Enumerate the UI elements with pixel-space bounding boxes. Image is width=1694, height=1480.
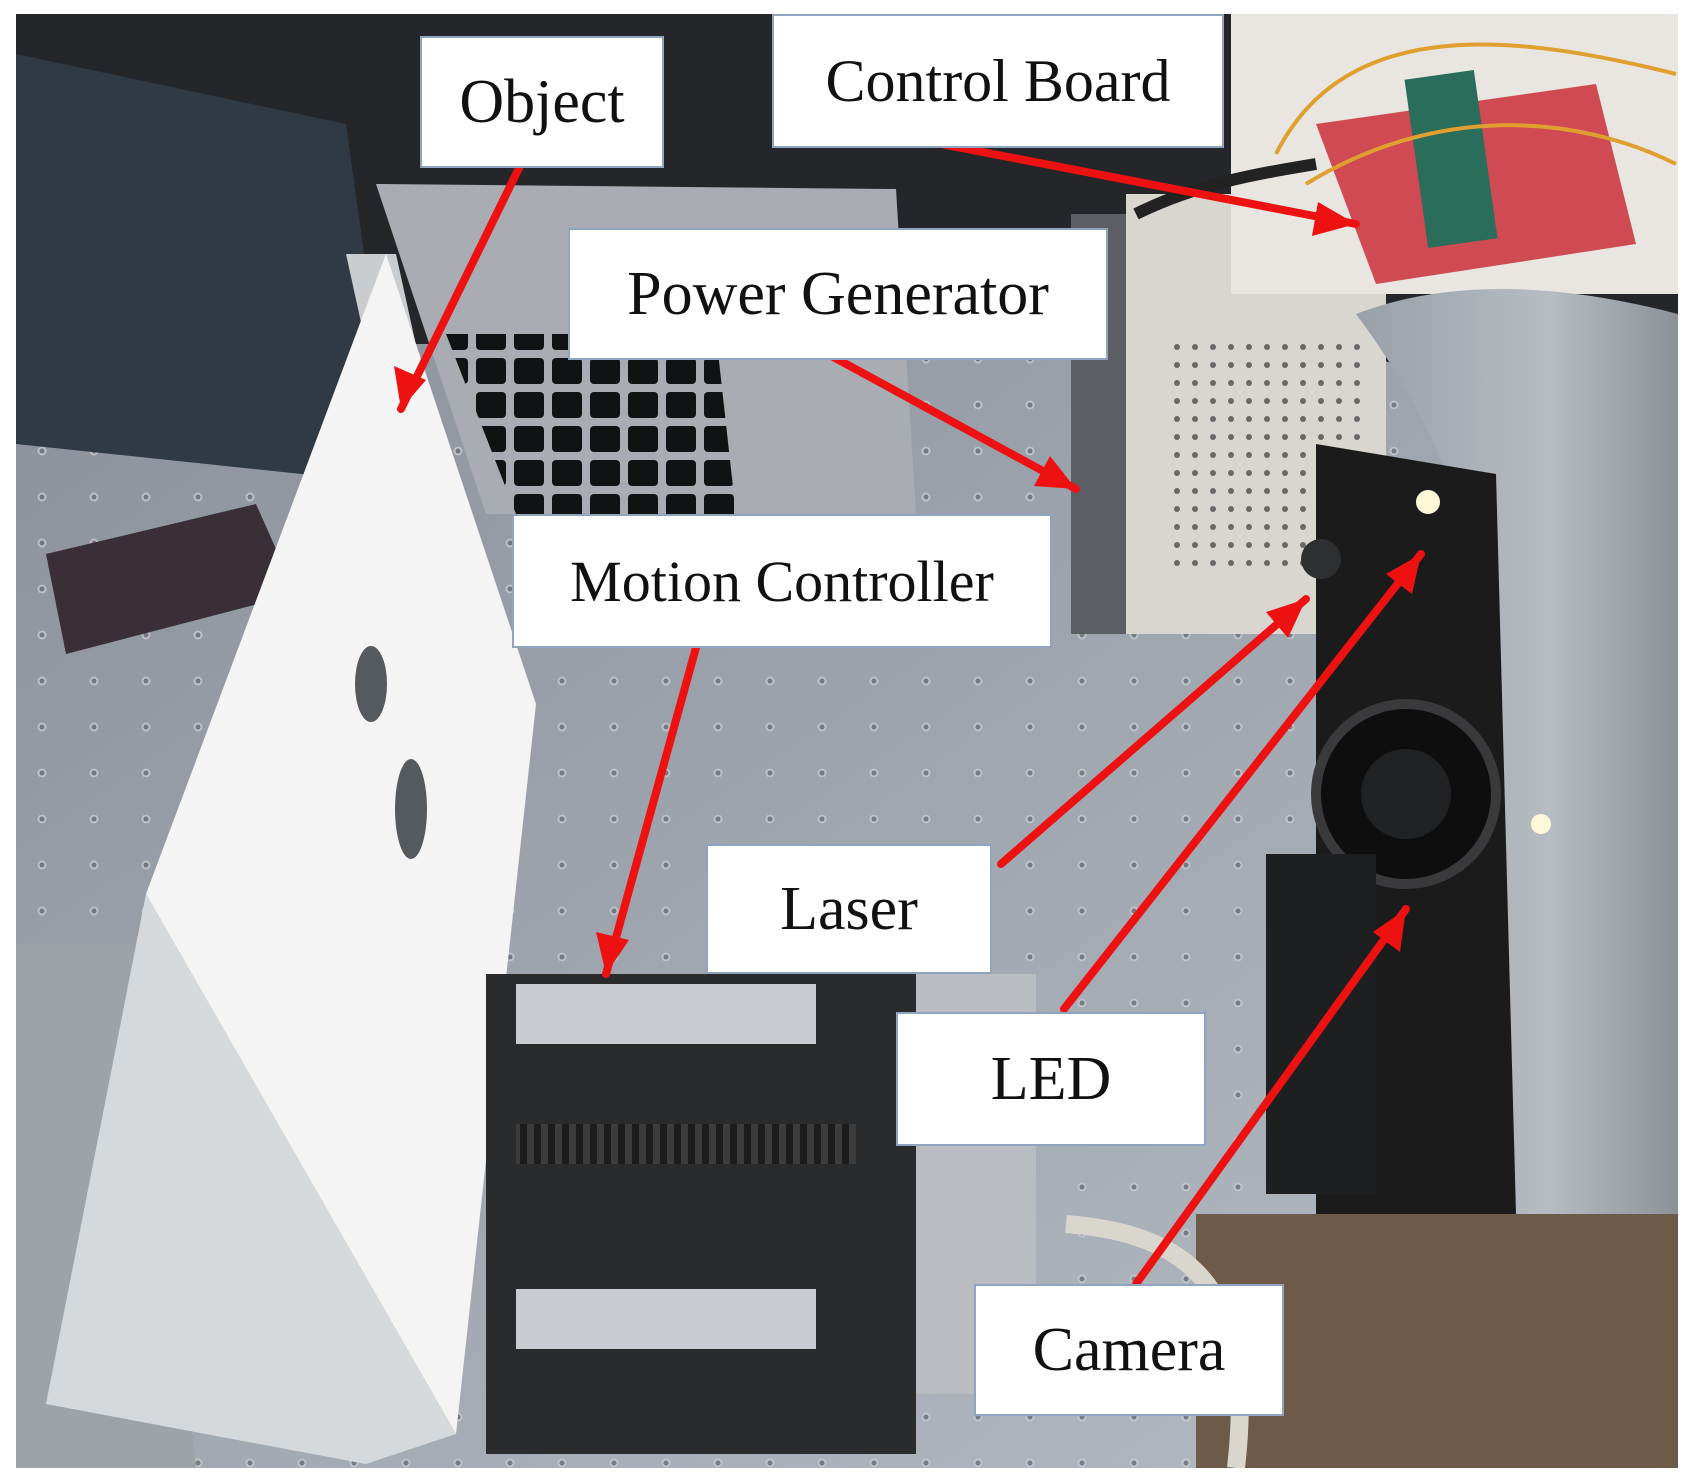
arrowhead-led [1386, 554, 1421, 594]
motion-rail-top [516, 984, 816, 1044]
label-motion-controller: Motion Controller [512, 514, 1052, 648]
arrowhead-control-board [1312, 202, 1356, 236]
laser-module [1301, 539, 1341, 579]
motion-leadscrew [516, 1124, 856, 1164]
arrowhead-laser [1266, 599, 1306, 638]
arrowhead-motion-controller [596, 932, 629, 974]
control-board-chip [1404, 69, 1498, 249]
laptop-screen [16, 54, 396, 484]
motion-rail-bottom [516, 1289, 816, 1349]
label-laser: Laser [706, 844, 992, 974]
label-object: Object [420, 36, 664, 168]
annotation-arrows [397, 140, 1425, 1288]
led-light-top [1416, 490, 1440, 514]
arrow-control-board [937, 140, 1360, 228]
object-dot-1 [355, 646, 387, 722]
sensor-hood [1356, 289, 1678, 1214]
object-plate-side [46, 894, 456, 1464]
arrowhead-object [394, 366, 426, 409]
label-control-board: Control Board [772, 14, 1224, 148]
camera-lens-inner [1361, 749, 1451, 839]
led-light-right [1531, 814, 1551, 834]
arrowhead-power-generator [1034, 456, 1076, 489]
control-board-wires [1274, 42, 1677, 186]
arrow-led [1060, 550, 1425, 1013]
arrowhead-camera [1373, 909, 1406, 952]
usb-cable [1133, 158, 1317, 220]
arrow-camera [1132, 905, 1410, 1288]
motion-controller-base [486, 974, 916, 1454]
laptop-keys [446, 334, 736, 514]
label-power-generator: Power Generator [568, 228, 1108, 360]
label-camera: Camera [974, 1284, 1284, 1416]
arrow-motion-controller [602, 600, 712, 978]
arrow-heads [394, 202, 1421, 974]
arrow-object [397, 160, 525, 413]
label-led: LED [896, 1012, 1206, 1146]
object-white-plate [146, 254, 536, 1434]
object-dot-2 [395, 759, 427, 859]
photo-frame: Object Control Board Power Generator Mot… [16, 14, 1678, 1468]
phone [46, 504, 296, 654]
arrow-laser [997, 595, 1310, 868]
